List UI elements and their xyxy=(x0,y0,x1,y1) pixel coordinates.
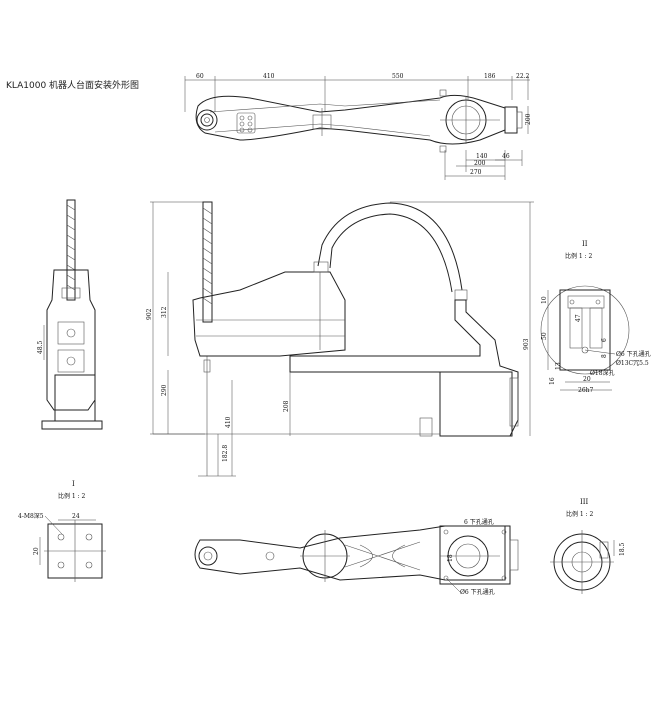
dii-note2: Ø13C冗5.5 xyxy=(616,360,649,367)
dim-top-22: 22.2 xyxy=(516,73,530,80)
dim-bottom-46: 46 xyxy=(502,153,510,160)
dim-top-186: 186 xyxy=(484,73,496,80)
detail-iii-dim: 18.5 xyxy=(619,542,626,556)
dii-16: 16 xyxy=(549,377,556,385)
left-side-view: 48.5 xyxy=(37,199,103,430)
dii-6: 6 xyxy=(601,338,608,342)
dii-8: 8 xyxy=(601,354,608,358)
side-dim-48: 48.5 xyxy=(37,340,44,354)
detail-ii-label: II xyxy=(582,240,588,248)
dim-312: 312 xyxy=(161,306,168,318)
detail-iii-label: III xyxy=(580,498,589,506)
main-side-view: 902 312 290 903 208 410 182.8 xyxy=(146,201,534,477)
drawing-title: KLA1000 机器人台面安装外形图 xyxy=(6,79,139,91)
detail-iii-scale: 比例 1 : 2 xyxy=(566,510,594,518)
dii-10: 10 xyxy=(541,296,548,304)
dim-bottom-270: 270 xyxy=(470,169,482,176)
dii-47: 47 xyxy=(575,314,582,322)
detail-i-dim-24: 24 xyxy=(72,513,80,520)
dim-top-550: 550 xyxy=(392,73,404,80)
detail-i-hole-note: 4-M8深5 xyxy=(18,512,44,520)
dim-bottom-140: 140 xyxy=(476,153,488,160)
detail-i-label: I xyxy=(72,480,75,488)
dii-50: 50 xyxy=(541,332,548,340)
dii-note1: Ø6 下孔通孔 xyxy=(616,350,651,358)
dim-bottom-200: 200 xyxy=(474,160,486,167)
detail-i-scale: 比例 1 : 2 xyxy=(58,492,86,500)
dim-right-200: 200 xyxy=(525,113,532,125)
detail-ii-scale: 比例 1 : 2 xyxy=(565,252,593,260)
dii-26h7: 26h7 xyxy=(578,387,593,394)
dim-903: 903 xyxy=(523,338,530,350)
bottom-note-top: 6 下孔通孔 xyxy=(464,518,494,526)
dii-20: 20 xyxy=(583,376,591,383)
dim-182: 182.8 xyxy=(222,445,229,462)
dim-top-60: 60 xyxy=(196,73,204,80)
dii-13: 13 xyxy=(555,362,562,370)
dim-410: 410 xyxy=(225,416,232,428)
dim-902: 902 xyxy=(146,308,153,320)
dim-290: 290 xyxy=(161,384,168,396)
top-view: 60 410 550 186 22.2 200 xyxy=(184,73,532,180)
bottom-note-bottom: Ø6 下孔通孔 xyxy=(460,588,495,596)
dim-208: 208 xyxy=(283,400,290,412)
detail-iii: III 比例 1 : 2 18.5 xyxy=(550,498,626,594)
dii-note3: Ø18深孔 xyxy=(590,369,615,377)
dim-top-410: 410 xyxy=(263,73,275,80)
detail-i: I 比例 1 : 2 4-M8深5 24 20 xyxy=(18,480,106,582)
detail-ii: II 比例 1 : 2 10 50 47 13 16 6 8 Ø6 下孔通孔 Ø… xyxy=(540,240,651,394)
detail-i-dim-20: 20 xyxy=(33,547,40,555)
bottom-dim-18: 18 xyxy=(447,554,454,562)
bottom-view: 6 下孔通孔 18 Ø6 下孔通孔 xyxy=(194,518,519,596)
